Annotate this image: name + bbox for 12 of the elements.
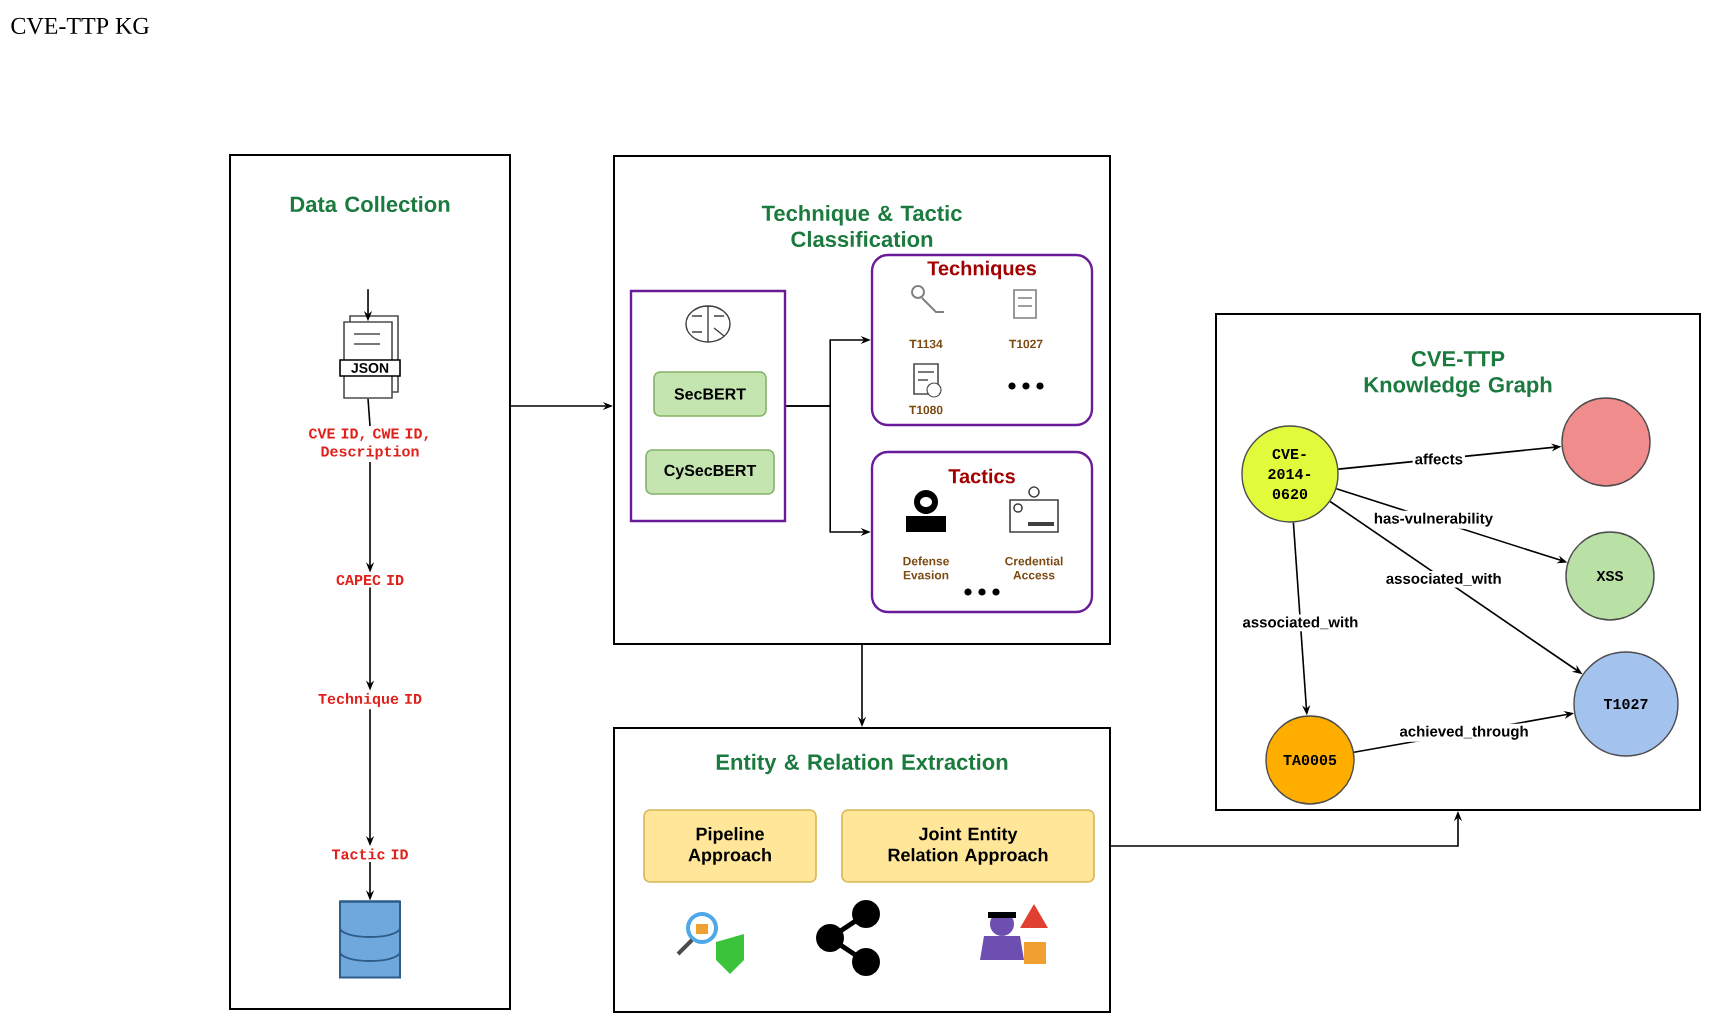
model-box: [629, 289, 787, 523]
graph-node: [1561, 397, 1651, 487]
model-button: SecBERT: [653, 371, 767, 417]
approach-button: Pipeline Approach: [643, 809, 817, 883]
approach-button: Joint Entity Relation Approach: [841, 809, 1095, 883]
panel-title: Entity & Relation Extraction: [716, 753, 1008, 775]
title: CVE-TTP KG: [11, 17, 149, 35]
panel-title: CVE-TTP Knowledge Graph: [1364, 351, 1552, 397]
database-icon: [339, 900, 401, 979]
panel-title: Technique & Tactic Classification: [761, 204, 962, 248]
model-button: CySecBERT: [645, 449, 775, 495]
panel-title: Data Collection: [290, 195, 450, 213]
